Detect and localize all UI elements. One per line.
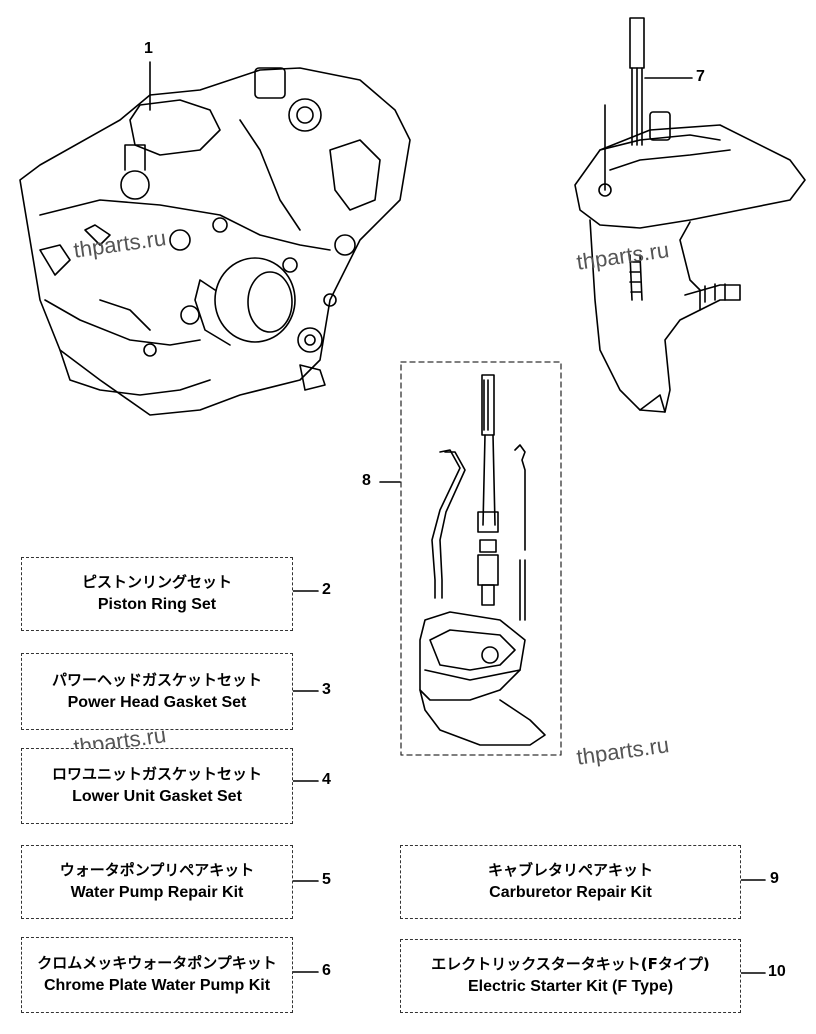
kit-8-frame xyxy=(400,361,562,756)
kit-label-en: Power Head Gasket Set xyxy=(67,693,247,711)
kit-label-jp: ピストンリングセット xyxy=(81,573,232,591)
kit-label-jp: キャブレタリペアキット xyxy=(487,861,653,879)
kit-box-power-head-gasket: パワーヘッドガスケットセット Power Head Gasket Set xyxy=(21,653,293,730)
callout-6: 6 xyxy=(322,962,331,979)
drive-shaft-kit-illustration xyxy=(419,374,546,746)
kit-box-piston-ring: ピストンリングセット Piston Ring Set xyxy=(21,557,293,631)
kit-box-lower-unit-gasket: ロワユニットガスケットセット Lower Unit Gasket Set xyxy=(21,748,293,824)
lower-unit-illustration xyxy=(574,17,806,413)
kit-box-electric-starter: エレクトリックスタータキット(Fタイプ) Electric Starter Ki… xyxy=(400,939,741,1013)
kit-label-en: Lower Unit Gasket Set xyxy=(72,788,242,805)
callout-2: 2 xyxy=(322,581,331,598)
kit-label-en: Water Pump Repair Kit xyxy=(70,884,244,901)
kit-label-en: Chrome Plate Water Pump Kit xyxy=(43,977,271,994)
kit-box-water-pump: ウォータポンプリペアキット Water Pump Repair Kit xyxy=(21,845,293,919)
kit-label-jp: ウォータポンプリペアキット xyxy=(59,861,255,879)
kit-label-jp: パワーヘッドガスケットセット xyxy=(51,670,262,689)
callout-7: 7 xyxy=(696,68,705,85)
callout-3: 3 xyxy=(322,681,331,698)
power-head-engine-illustration xyxy=(19,67,411,416)
callout-1: 1 xyxy=(144,40,153,57)
kit-label-en: Electric Starter Kit (F Type) xyxy=(467,978,674,995)
kit-label-jp: クロムメッキウォータポンプキット xyxy=(37,954,277,972)
callout-4: 4 xyxy=(322,771,331,788)
kit-label-jp: エレクトリックスタータキット(Fタイプ) xyxy=(431,955,710,973)
kit-label-en: Carburetor Repair Kit xyxy=(489,884,652,901)
kit-label-jp: ロワユニットガスケットセット xyxy=(51,765,262,783)
callout-8: 8 xyxy=(362,472,371,489)
kit-box-carburetor: キャブレタリペアキット Carburetor Repair Kit xyxy=(400,845,741,919)
callout-9: 9 xyxy=(770,870,779,887)
kit-box-chrome-water-pump: クロムメッキウォータポンプキット Chrome Plate Water Pump… xyxy=(21,937,293,1013)
callout-5: 5 xyxy=(322,871,331,888)
kit-label-en: Piston Ring Set xyxy=(97,596,217,613)
callout-10: 10 xyxy=(768,963,786,980)
